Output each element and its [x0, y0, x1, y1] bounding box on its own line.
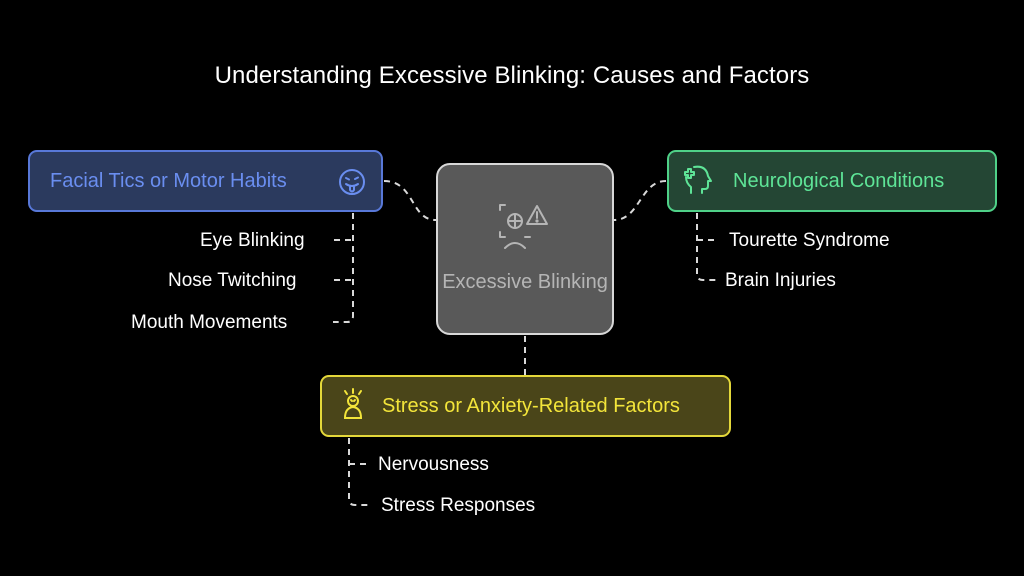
diagram-title: Understanding Excessive Blinking: Causes…: [214, 62, 810, 89]
connector-facial-items: [333, 213, 354, 323]
connector-neuro-items: [696, 213, 717, 281]
stress-label: Stress or Anxiety-Related Factors: [382, 394, 680, 417]
facial-tics-node: Facial Tics or Motor Habits: [28, 150, 383, 212]
neurological-node: Neurological Conditions: [667, 150, 997, 212]
neurological-label: Neurological Conditions: [733, 169, 945, 192]
eye-warning-icon: [497, 202, 553, 257]
head-medical-icon: [681, 162, 715, 201]
connector-facial-to-center: [383, 180, 437, 221]
excessive-blinking-label: Excessive Blinking: [442, 271, 608, 293]
stress-node: Stress or Anxiety-Related Factors: [320, 375, 731, 437]
connector-neuro-to-center: [613, 180, 667, 221]
facial-tics-label: Facial Tics or Motor Habits: [50, 169, 287, 192]
excessive-blinking-node: Excessive Blinking: [436, 163, 614, 335]
neuro-item-brain-injuries: Brain Injuries: [725, 270, 836, 291]
facial-item-eye-blinking: Eye Blinking: [200, 230, 305, 251]
connector-stress-items: [348, 438, 370, 506]
stress-item-nervousness: Nervousness: [378, 454, 489, 475]
facial-item-mouth-movements: Mouth Movements: [131, 312, 288, 333]
stress-item-stress-responses: Stress Responses: [381, 495, 536, 516]
tongue-out-face-icon: [337, 167, 367, 202]
facial-item-nose-twitching: Nose Twitching: [168, 270, 297, 291]
neuro-item-tourette: Tourette Syndrome: [729, 230, 890, 251]
stressed-person-icon: [338, 387, 368, 426]
